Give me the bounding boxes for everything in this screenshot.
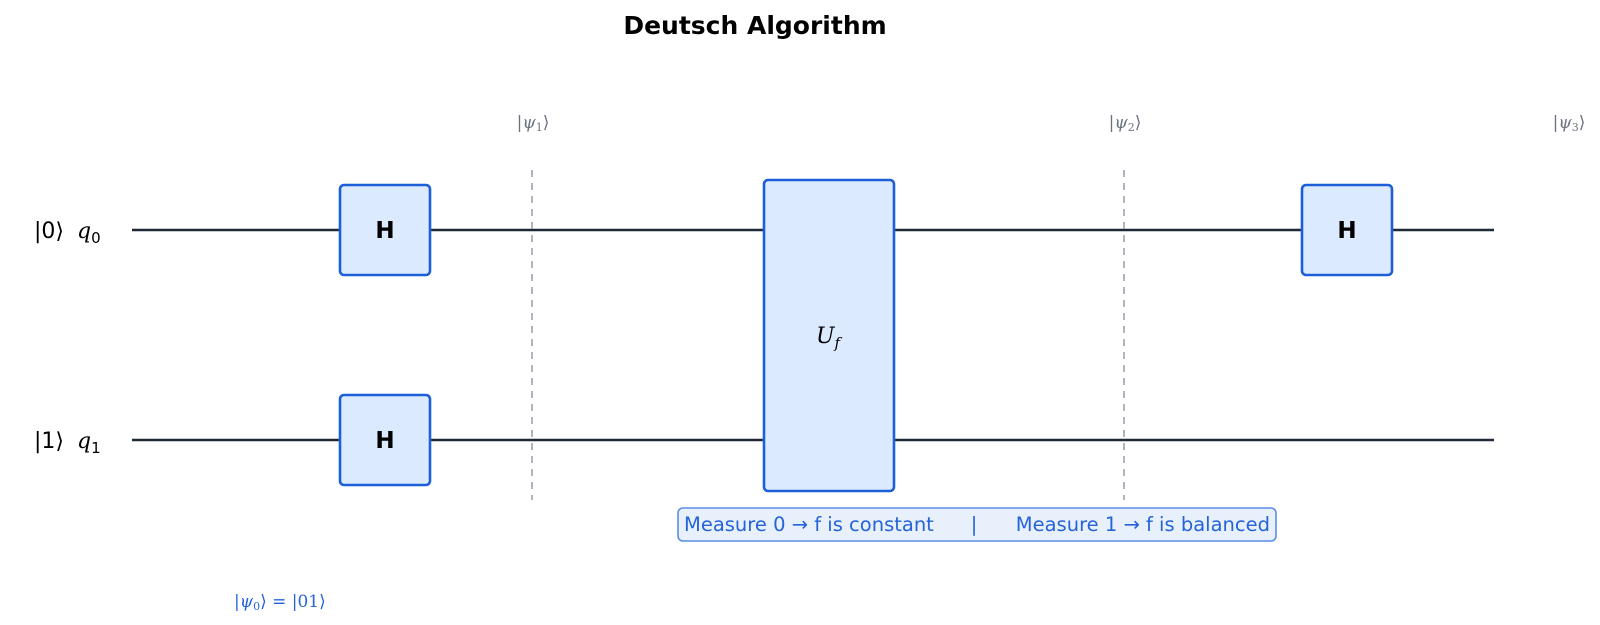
hadamard-gate-q0-first[interactable]: H <box>338 183 432 277</box>
qubit-name-1: q1 <box>77 429 101 457</box>
qubit-name-0: q0 <box>77 219 101 247</box>
qubit-label-q0: |0⟩ q0 <box>34 219 101 247</box>
qubit-ket-0: |0⟩ <box>34 219 64 244</box>
measurement-note-separator: | <box>971 513 978 536</box>
measurement-note-right: Measure 1 → f is balanced <box>1016 513 1270 536</box>
hadamard-gate-q0-final-box <box>1300 183 1394 277</box>
qubit-label-q1: |1⟩ q1 <box>34 429 101 457</box>
hadamard-gate-q0-box <box>338 183 432 277</box>
measurement-note: Measure 0 → f is constant | Measure 1 → … <box>677 507 1277 542</box>
oracle-gate[interactable]: Uf <box>762 178 896 493</box>
oracle-gate-label: Uf <box>816 324 843 352</box>
initial-state-label: |ψ0⟩ = |01⟩ <box>234 592 326 613</box>
state-label-psi3: |ψ3⟩ <box>1553 113 1586 134</box>
state-label-psi1: |ψ1⟩ <box>517 113 550 134</box>
diagram-title: Deutsch Algorithm <box>623 11 886 40</box>
measurement-note-left: Measure 0 → f is constant <box>684 513 934 536</box>
hadamard-gate-q0-label: H <box>375 218 394 244</box>
hadamard-gate-q0-final[interactable]: H <box>1300 183 1394 277</box>
measurement-note-box <box>677 507 1277 542</box>
state-label-psi2: |ψ2⟩ <box>1109 113 1142 134</box>
oracle-gate-box <box>762 178 896 493</box>
hadamard-gate-q1-label: H <box>375 428 394 454</box>
hadamard-gate-q0-final-label: H <box>1337 218 1356 244</box>
qubit-ket-1: |1⟩ <box>34 429 64 454</box>
hadamard-gate-q1-box <box>338 393 432 487</box>
hadamard-gate-q1[interactable]: H <box>338 393 432 487</box>
